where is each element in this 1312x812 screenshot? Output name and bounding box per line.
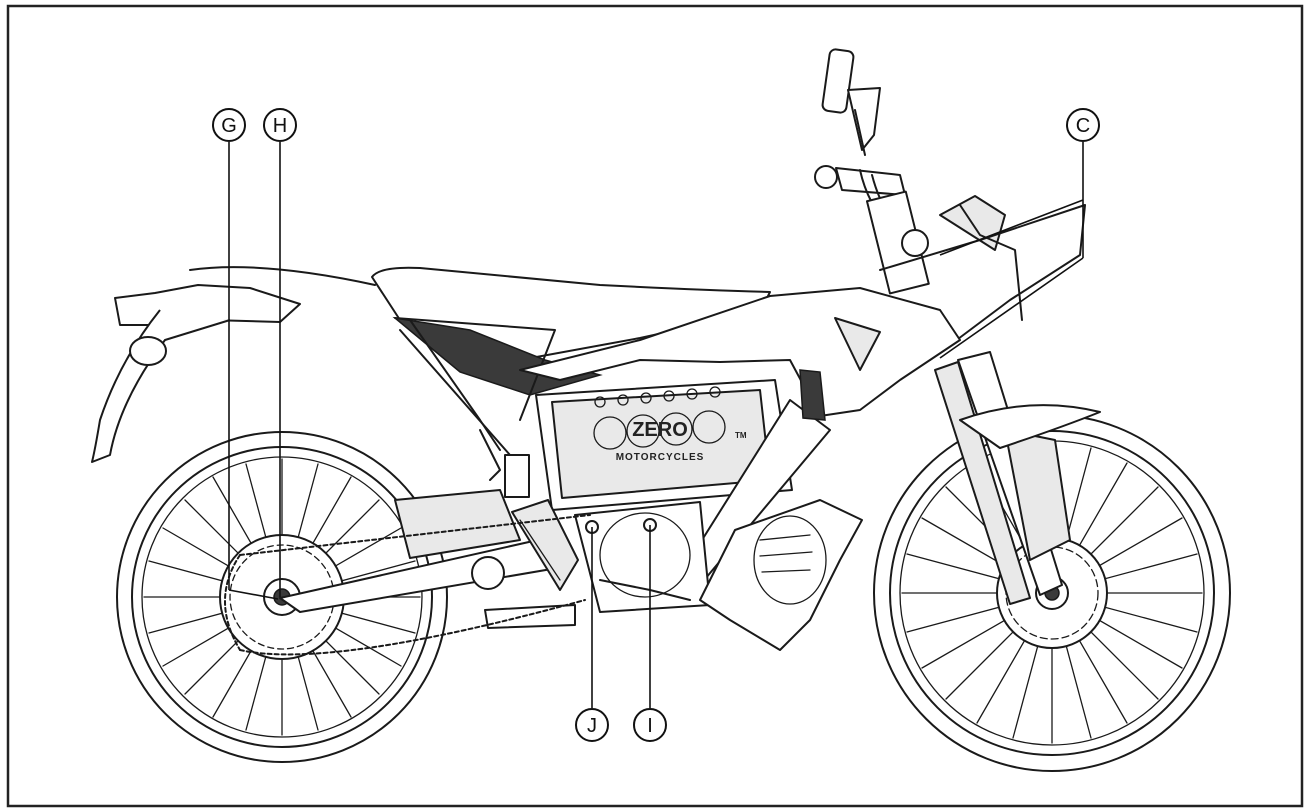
callout-h-label: H	[273, 115, 287, 137]
brand-logo: ZERO TM MOTORCYCLES	[593, 410, 747, 463]
callout-j-label: J	[587, 715, 597, 737]
brand-logo-text: ZERO	[632, 419, 688, 441]
frame-detail	[799, 369, 826, 421]
lower-fairing	[699, 499, 863, 651]
callout-c-label: C	[1076, 115, 1090, 137]
callout-h: H	[263, 108, 297, 142]
callout-j: J	[575, 708, 609, 742]
callout-leaders	[228, 142, 1084, 708]
battery-box: ZERO TM MOTORCYCLES	[535, 379, 793, 511]
swingarm	[279, 489, 576, 613]
callout-i-label: I	[647, 715, 653, 737]
rear-fender	[91, 266, 376, 463]
callout-g-label: G	[221, 115, 237, 137]
tank-fairing	[519, 287, 961, 417]
callout-g: G	[212, 108, 246, 142]
figure-border	[6, 4, 1304, 808]
drive-chain	[224, 514, 591, 656]
front-fork	[934, 351, 1101, 605]
callout-i: I	[633, 708, 667, 742]
handlebar-assembly	[814, 48, 1086, 361]
callout-c: C	[1066, 108, 1100, 142]
brand-trademark: TM	[735, 431, 747, 440]
motor	[574, 501, 711, 613]
brand-subtext: MOTORCYCLES	[616, 452, 705, 463]
fairing-accent	[834, 317, 881, 371]
